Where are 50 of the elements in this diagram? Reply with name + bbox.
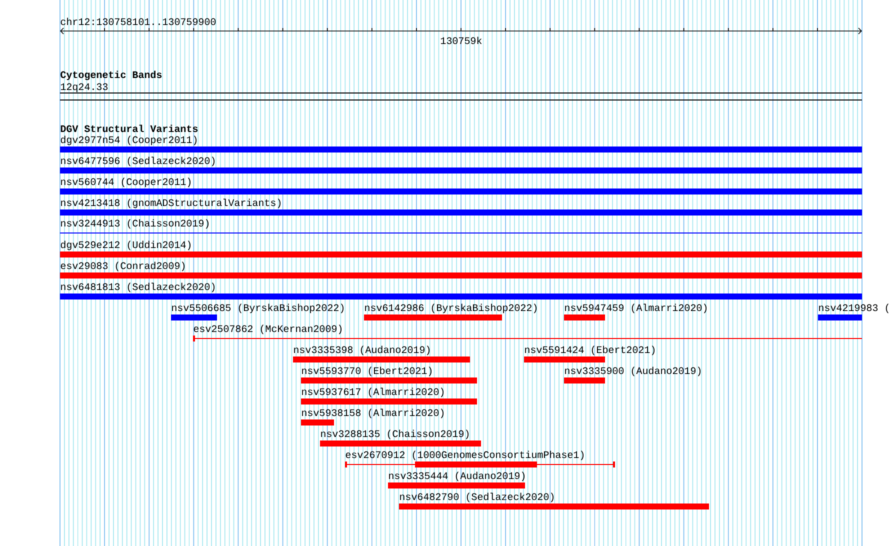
- variant-feature: nsv5593770 (Ebert2021): [301, 366, 477, 384]
- variant-feature: nsv6142986 (ByrskaBishop2022): [364, 304, 537, 320]
- variant-feature: nsv6477596 (Sedlazeck2020): [60, 156, 862, 174]
- node-label: dgv2977n54 (Cooper2011): [60, 136, 197, 146]
- node-label: esv2670912 (1000GenomesConsortiumPhase1): [346, 450, 584, 460]
- node-label: nsv5591424 (Ebert2021): [525, 346, 655, 356]
- variant-feature: dgv529e212 (Uddin2014): [60, 240, 862, 258]
- node-label: nsv6481813 (Sedlazeck2020): [61, 282, 215, 292]
- variant-feature: nsv5937617 (Almarri2020): [301, 388, 477, 404]
- node-label: nsv4219983 (: [819, 304, 889, 314]
- variant-feature: nsv560744 (Cooper2011): [60, 178, 862, 194]
- coordinate-label: chr12:130758101..130759900: [60, 18, 216, 26]
- node-label: nsv6477596 (Sedlazeck2020): [61, 156, 215, 166]
- variant-feature: nsv6481813 (Sedlazeck2020): [60, 282, 862, 300]
- node-label: nsv5937617 (Almarri2020): [302, 388, 444, 398]
- node-label: nsv4213418 (gnomADStructuralVariants): [61, 198, 281, 208]
- variant-feature: nsv3335398 (Audano2019): [293, 346, 470, 362]
- node-label: nsv5938158 (Almarri2020): [302, 408, 444, 418]
- node-label: esv29083 (Conrad2009): [60, 262, 185, 272]
- variant-feature: nsv5591424 (Ebert2021): [524, 346, 655, 362]
- variant-feature: nsv3288135 (Chaisson2019): [320, 430, 481, 446]
- node-label: nsv5593770 (Ebert2021): [302, 366, 432, 376]
- node-label: dgv529e212 (Uddin2014): [60, 240, 191, 250]
- node-label: nsv560744 (Cooper2011): [61, 178, 191, 188]
- node-label: nsv3288135 (Chaisson2019): [321, 430, 469, 440]
- node-label: nsv3335398 (Audano2019): [294, 346, 430, 356]
- variant-feature: nsv5506685 (ByrskaBishop2022): [171, 304, 344, 320]
- track-heading: Cytogenetic Bands: [60, 70, 162, 80]
- variant-feature: nsv3335900 (Audano2019): [564, 366, 701, 384]
- node-label: nsv3335900 (Audano2019): [565, 366, 701, 376]
- variant-feature: nsv6482790 (Sedlazeck2020): [399, 492, 709, 510]
- variant-feature: nsv4213418 (gnomADStructuralVariants): [60, 198, 862, 216]
- track-heading: DGV Structural Variants: [60, 124, 198, 132]
- variant-feature: nsv5938158 (Almarri2020): [301, 408, 444, 426]
- variant-feature: nsv3335444 (Audano2019): [388, 472, 525, 488]
- node-label: nsv6142986 (ByrskaBishop2022): [365, 304, 537, 314]
- band-label: 12q24.33: [60, 83, 108, 92]
- node-label: nsv6482790 (Sedlazeck2020): [400, 492, 554, 502]
- variant-feature: dgv2977n54 (Cooper2011): [60, 136, 862, 152]
- node-label: nsv3335444 (Audano2019): [389, 472, 525, 482]
- variant-feature: esv2670912 (1000GenomesConsortiumPhase1): [344, 450, 616, 468]
- variant-feature: nsv3244913 (Chaisson2019): [60, 219, 862, 234]
- coordinate-label: 130759k: [440, 36, 482, 44]
- variant-feature: nsv5947459 (Almarri2020): [564, 304, 707, 320]
- variant-feature: esv2507862 (McKernan2009): [192, 324, 862, 342]
- node-label: nsv5506685 (ByrskaBishop2022): [172, 304, 344, 314]
- node-label: esv2507862 (McKernan2009): [194, 324, 342, 334]
- node-label: nsv5947459 (Almarri2020): [565, 304, 707, 314]
- variant-feature: esv29083 (Conrad2009): [60, 262, 862, 278]
- variant-feature: nsv4219983 (: [818, 304, 889, 320]
